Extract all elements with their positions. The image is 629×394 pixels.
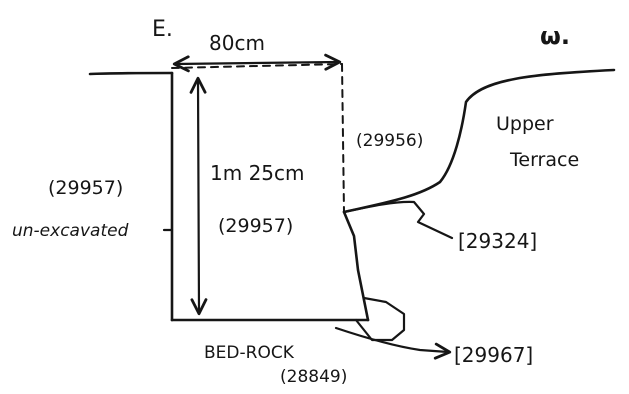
ground-surface-line (88, 71, 174, 76)
cut-29324-label: [29324] (458, 229, 537, 253)
unexcavated-label: un-excavated (12, 221, 129, 241)
upper-terrace-label-line2: Terrace (509, 149, 579, 171)
west-direction-label: ω. (540, 22, 570, 50)
upper-terrace-slope (342, 68, 616, 214)
context-29957-left-label: (29957) (48, 177, 123, 199)
width-dimension-arrow (172, 53, 342, 73)
bedrock-context-label: (28849) (280, 367, 347, 387)
depth-dimension-arrow (189, 76, 208, 316)
upper-terrace-label-line1: Upper (496, 113, 554, 135)
bedrock-label: BED-ROCK (204, 343, 295, 363)
context-29956-label: (29956) (356, 131, 423, 151)
depth-dimension-label: 1m 25cm (210, 161, 305, 185)
cut-29967-label: [29967] (454, 343, 533, 367)
east-direction-label: E. (152, 17, 173, 42)
cut-29324-leader (342, 200, 454, 240)
trench-west-wall (342, 210, 370, 322)
context-29957-fill-label: (29957) (218, 215, 293, 237)
projected-edge-west (341, 63, 345, 213)
width-dimension-label: 80cm (209, 31, 265, 55)
cut-29967-arrow (334, 326, 452, 360)
